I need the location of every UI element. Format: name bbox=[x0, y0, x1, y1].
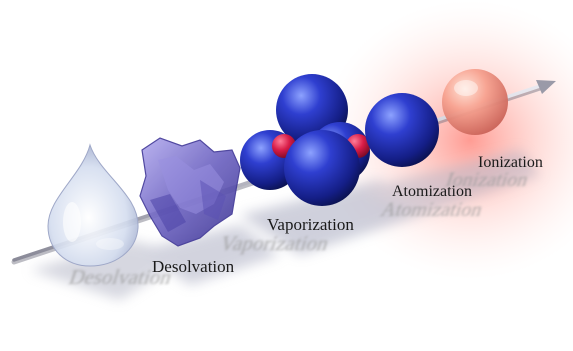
liquid-droplet-icon bbox=[47, 143, 139, 267]
label-shadow: Ionization bbox=[443, 169, 531, 190]
stage-label-text: Vaporization bbox=[267, 215, 354, 234]
stage-label-vaporization: Vaporization Vaporization bbox=[217, 215, 354, 255]
dried-residue-icon bbox=[139, 137, 241, 247]
label-shadow: Atomization bbox=[378, 199, 485, 220]
ion-sphere-icon bbox=[442, 69, 508, 135]
label-shadow: Vaporization bbox=[217, 231, 332, 254]
stage-label-ionization: Ionization Ionization bbox=[443, 154, 543, 191]
stage-label-atomization: Atomization Atomization bbox=[378, 183, 485, 221]
molecule-cluster-icon bbox=[240, 74, 370, 206]
axis-arrowhead-icon bbox=[536, 80, 556, 94]
stage-label-text: Desolvation bbox=[152, 257, 235, 276]
ground-shadows bbox=[30, 150, 540, 300]
atom-sphere-icon bbox=[365, 93, 439, 167]
stage-label-desolvation: Desolvation Desolvation bbox=[66, 257, 235, 289]
stage-label-text: Atomization bbox=[392, 183, 472, 200]
label-shadow: Desolvation bbox=[66, 265, 175, 288]
stage-label-text: Ionization bbox=[478, 154, 543, 171]
